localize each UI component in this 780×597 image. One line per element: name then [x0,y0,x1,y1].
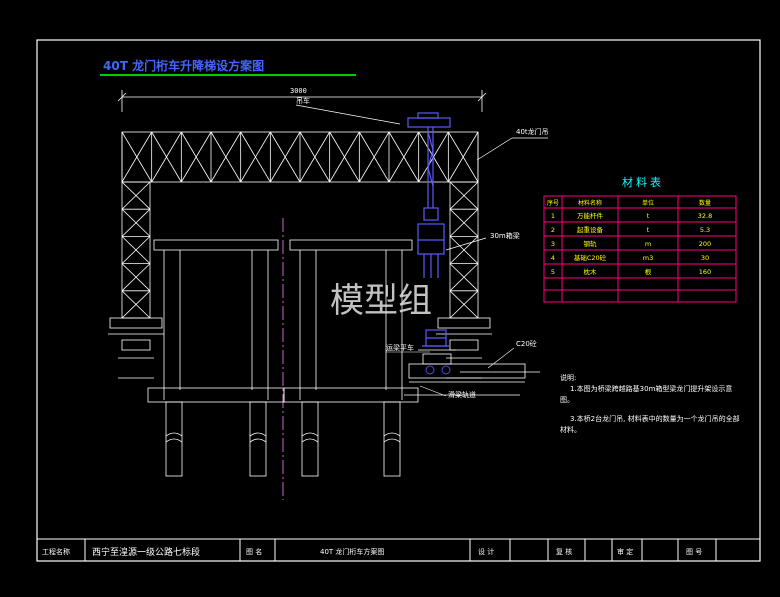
materials-cell: 160 [699,268,711,276]
track-leader [419,385,447,397]
materials-cell: 200 [699,240,711,248]
materials-cell: 枕木 [584,267,598,276]
truss-diagonal [121,131,153,183]
drawing-border [36,39,761,562]
materials-cell: 2 [551,226,555,234]
leg-jack [449,339,479,351]
materials-cell: 5.3 [700,226,710,234]
notes: 说明: 1.本图为桥梁跨越路基30m箱型梁龙门提升架设示意图。 3.本桥2台龙门… [560,373,740,434]
pile-break [383,432,401,443]
materials-cell: 万能杆件 [577,211,604,220]
hoist-assembly [407,112,451,347]
pier-cap [153,239,279,251]
truss-diagonal [388,131,420,183]
materials-header-cell: 序号 [547,199,559,207]
truss-diagonal [358,131,390,183]
pier-footing [283,387,419,403]
design-label: 设 计 [478,547,494,556]
materials-cell: 根 [645,267,652,276]
concrete-label: C20砼 [516,339,537,348]
hoist-note-leader [295,104,401,125]
truss-diagonal [210,131,242,183]
materials-cell: m3 [643,254,653,262]
approve-label: 审 定 [617,547,633,556]
pile [383,401,401,477]
materials-cell: 32.8 [698,212,712,220]
truss-leg-brace [449,208,479,237]
materials-cell: 钢轨 [584,239,598,248]
materials-cell: t [647,226,650,234]
review-label: 复 核 [556,547,572,556]
truss-diagonal [240,131,271,183]
materials-cell: 基础C20砼 [574,253,607,262]
note-item-1: 1.本图为桥梁跨越路基30m箱型梁龙门提升架设示意图。 [560,385,733,404]
materials-table-border [543,195,737,303]
truss-leg-brace [121,263,151,292]
watermark: 模型组 [330,281,432,321]
truss-diagonal [269,131,301,183]
truss-leg-brace [449,263,479,292]
truss-leg-brace [121,181,151,210]
pile [249,401,267,477]
materials-cell: m [645,240,651,248]
leg-jack [121,339,151,351]
materials-cell: 4 [551,254,555,262]
truss-diagonal [329,131,360,183]
materials-cell: 5 [551,268,555,276]
materials-cell: 起重设备 [577,225,604,234]
concrete-leader [487,347,515,369]
truss-diagonal [180,131,212,183]
materials-header-cell: 单位 [642,199,654,207]
title-block [37,538,760,561]
truss-leg-brace [121,236,151,264]
project-label: 工程名称 [42,547,70,556]
gantry-truss [108,131,492,379]
truss-leg-brace [449,236,479,264]
leg-base-beam [437,317,491,329]
truss-leg-brace [121,208,151,237]
span-dimension [117,90,487,112]
pier-footing [147,387,285,403]
track-label: 滑梁轨道 [448,390,476,399]
rail-track [404,349,540,396]
truss-diagonal [447,131,479,183]
materials-header-cell: 材料名称 [578,199,602,207]
truss-diagonal [299,131,331,183]
pier-cap [289,239,413,251]
gantry-label: 40t龙门吊 [516,127,549,136]
pile [301,401,319,477]
materials-cell: 30 [701,254,709,262]
pile-break [165,432,183,443]
pile-break [249,432,267,443]
notes-body: 1.本图为桥梁跨越路基30m箱型梁龙门提升架设示意图。 3.本桥2台龙门吊, 材… [560,385,740,434]
note-item-2: 3.本桥2台龙门吊, 材料表中的数量为一个龙门吊的全部材料。 [560,414,740,434]
project-value: 西宁至湟源一级公路七标段 [92,546,200,558]
pile [165,401,183,477]
materials-cell: 3 [551,240,555,248]
beam-label: 30m箱梁 [490,231,520,240]
materials-cell: t [647,212,650,220]
materials-table: 材料表 序号 材料名称 单位 数量 1 万能杆件 t 32.8 2 起重设备 t 5.3 3 钢轨 m 200… [543,175,737,303]
drawing-name-value: 40T 龙门桁车方案图 [320,547,384,556]
truss-diagonal [151,131,182,183]
materials-header-cell: 数量 [699,199,711,207]
drawing-title: 40T 龙门桁车升降梯设方案图 [103,58,264,73]
truss-leg-brace [449,181,479,210]
gantry-leader [476,137,513,161]
materials-cell: 1 [551,212,555,220]
pile-break [301,432,319,443]
span-dimension-text: 3000 [290,87,307,95]
hoist-note-label: 吊车 [296,96,310,105]
leg-base-beam [109,317,163,329]
truss-leg-brace [121,290,151,319]
cart-label: 运梁平车 [386,343,414,352]
truss-leg-brace [449,290,479,319]
number-label: 图 号 [686,548,702,556]
notes-heading: 说明: [560,373,576,382]
beam-leader [445,237,487,251]
materials-table-title: 材料表 [622,175,664,189]
drawing-name-label: 图 名 [246,547,262,556]
